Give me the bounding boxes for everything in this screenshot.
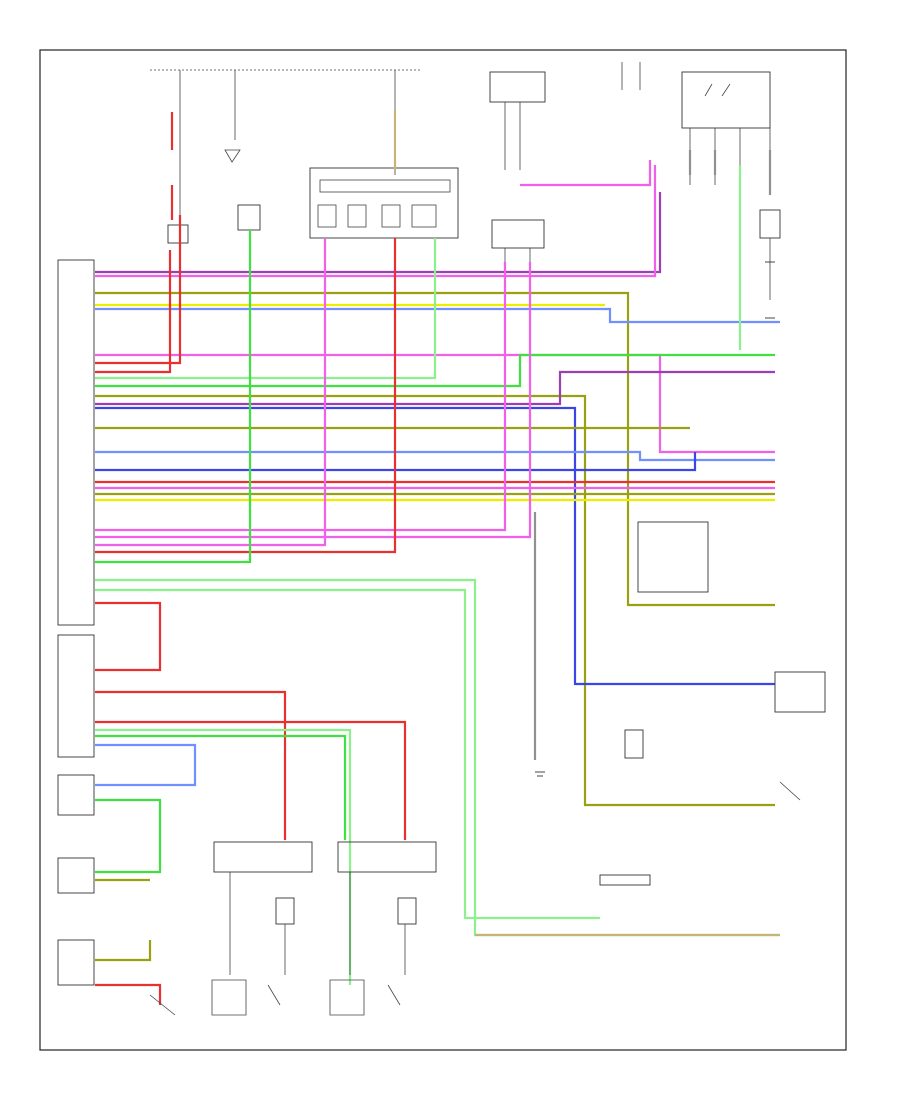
harness-wires [95, 165, 780, 1005]
combination-meter [309, 167, 459, 239]
ground-symbols [535, 261, 775, 777]
right-components [599, 209, 826, 886]
diagram-frame [39, 49, 847, 1051]
actuators [213, 841, 437, 975]
feeder-wires [170, 110, 772, 350]
suspension-control-ecu [57, 259, 95, 986]
relay-box [681, 71, 771, 195]
control-relay [491, 219, 545, 262]
upper-left-components [167, 149, 261, 244]
bottom-switches [149, 979, 401, 1016]
